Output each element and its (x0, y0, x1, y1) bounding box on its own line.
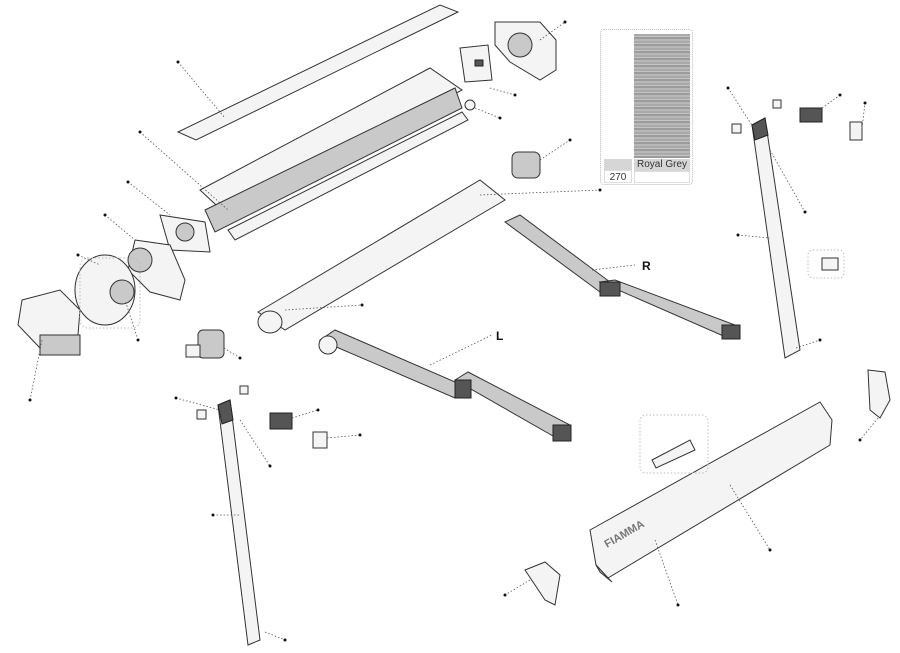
small-fittings (196, 94, 866, 449)
fabric-swatch: 270 Royal Grey (600, 29, 693, 185)
fabric-code: 270 (604, 170, 632, 183)
callout-dots (28, 20, 867, 642)
end-cap-top (459, 21, 566, 119)
swatch-blank-cell (634, 171, 690, 183)
fabric-name: Royal Grey (634, 159, 690, 171)
fabric-swatch-sample (634, 34, 690, 158)
roller-tube (257, 179, 601, 334)
rail-end-caps (504, 369, 891, 606)
left-support-leg (175, 397, 286, 646)
front-lead-rail: FIAMMA (589, 401, 833, 606)
left-end-assembly (17, 181, 211, 401)
right-arm: R (504, 214, 741, 340)
crank-knob (185, 329, 241, 359)
right-arm-label: R (642, 259, 651, 273)
roller-plug (511, 139, 571, 179)
left-arm: L (318, 329, 572, 442)
right-support-leg (727, 87, 821, 359)
swatch-code-header (604, 159, 632, 170)
top-cover-strip (176, 4, 460, 141)
detail-clip (79, 249, 845, 474)
left-arm-label: L (496, 329, 503, 343)
case-profile (139, 67, 469, 241)
